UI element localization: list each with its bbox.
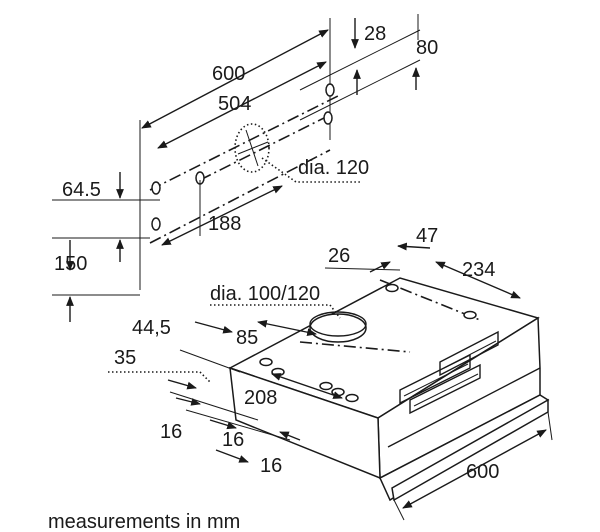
- ext-left-1: [179, 349, 241, 373]
- label-16-a: 16: [160, 421, 182, 443]
- dim-line-188: [161, 185, 283, 246]
- label-64-5: 64.5: [62, 179, 101, 201]
- label-dia100-120: dia. 100/120: [210, 283, 320, 305]
- dim-arrow-44: [194, 321, 233, 334]
- label-234: 234: [462, 259, 495, 281]
- hood-hole-front-1: [259, 357, 273, 367]
- dim-arrow-16c-r: [279, 431, 301, 441]
- label-188: 188: [208, 213, 241, 235]
- ext-left-3: [185, 409, 291, 441]
- dim-line-208: [271, 373, 343, 399]
- label-35: 35: [114, 347, 136, 369]
- label-150: 150: [54, 253, 87, 275]
- dim-arrow-47: [397, 242, 431, 251]
- screw-hole-left-lower: [151, 217, 161, 231]
- caption-measurements: measurements in mm: [48, 511, 240, 532]
- hood-hole-front-3: [319, 381, 333, 391]
- hood-axis-line: [299, 341, 411, 353]
- dim-arrow-16b: [209, 419, 237, 430]
- dim-line-234: [435, 261, 521, 299]
- ext-left-2: [169, 391, 259, 421]
- leader-35: [108, 371, 211, 383]
- screw-hole-right-upper: [325, 83, 335, 97]
- label-85: 85: [236, 327, 258, 349]
- label-208: 208: [244, 387, 277, 409]
- label-80: 80: [416, 37, 438, 59]
- label-26: 26: [328, 245, 350, 267]
- label-44-5: 44,5: [132, 317, 171, 339]
- dim-arrow-16c: [215, 449, 249, 463]
- ext-26: [324, 267, 401, 271]
- dim-line-504: [157, 61, 327, 149]
- leader-dia100: [210, 304, 341, 319]
- label-16-b: 16: [222, 429, 244, 451]
- screw-hole-left-upper: [151, 181, 161, 195]
- leader-dia120: [261, 157, 360, 183]
- duct-cross-2: [237, 141, 269, 155]
- hood-hole-back-right: [463, 310, 477, 320]
- label-28: 28: [364, 23, 386, 45]
- label-600-top: 600: [212, 63, 245, 85]
- dim-arrow-26: [369, 261, 391, 273]
- ext-600-l: [393, 499, 405, 521]
- ext-600-r: [547, 411, 553, 441]
- duct-circle-120: [234, 123, 270, 173]
- duct-opening: [309, 313, 367, 343]
- label-47: 47: [416, 225, 438, 247]
- ext-line-80: [299, 59, 421, 121]
- screw-hole-right-lower: [323, 111, 333, 125]
- vent-grille: [399, 330, 499, 415]
- ext-line-28: [299, 29, 421, 91]
- label-504: 504: [218, 93, 251, 115]
- label-16-c: 16: [260, 455, 282, 477]
- label-600-bottom: 600: [466, 461, 499, 483]
- hood-hole-front-5: [345, 393, 359, 403]
- mounting-template: [52, 14, 421, 322]
- dim-arrow-35: [167, 379, 197, 390]
- dim-arrow-16a: [175, 397, 201, 406]
- hood-drawing: [108, 242, 553, 521]
- hood-hole-back-left: [385, 283, 399, 293]
- label-dia120: dia. 120: [298, 157, 369, 179]
- dim-line-600-bottom: [402, 429, 547, 509]
- dim-line-85: [257, 319, 317, 337]
